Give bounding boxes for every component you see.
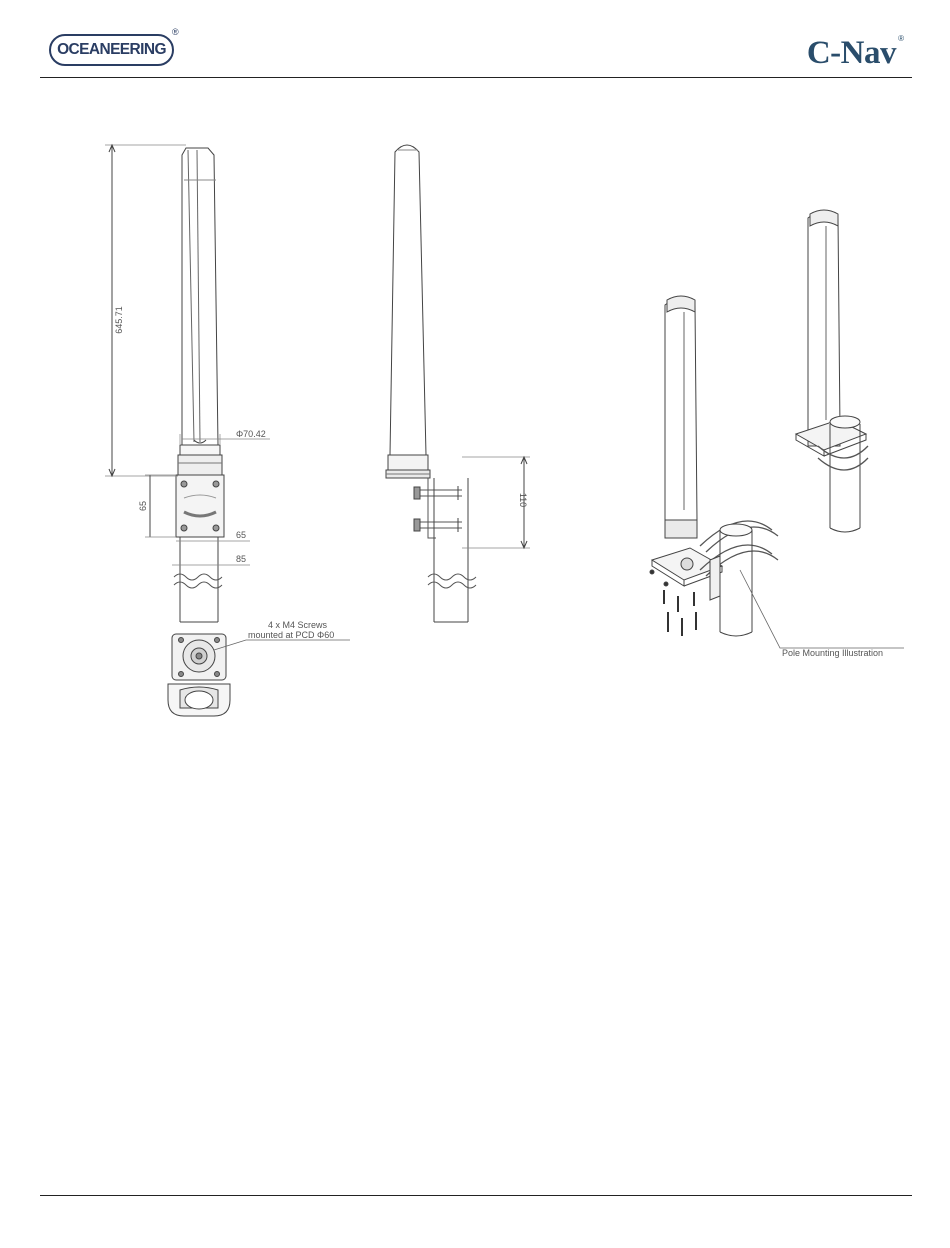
screws-note-line2: mounted at PCD Φ60 [248, 630, 334, 640]
diameter-dimension: Φ70.42 [236, 429, 266, 439]
plate-width-dimension: 65 [236, 530, 246, 540]
side-view: 110 [386, 145, 530, 622]
bracket-spacing-dimension: 110 [518, 493, 528, 507]
plate-height-dimension: 65 [138, 501, 148, 511]
screws-note-line1: 4 x M4 Screws [268, 620, 328, 630]
front-view: 645.71 Φ70.42 65 65 85 [105, 145, 270, 622]
pole-mounting-note: Pole Mounting Illustration [782, 648, 883, 658]
footer-rule [40, 1195, 912, 1196]
bracket-width-dimension: 85 [236, 554, 246, 564]
isometric-exploded-view: Pole Mounting Illustration [650, 296, 904, 658]
height-dimension: 645.71 [114, 306, 124, 334]
bottom-view: 4 x M4 Screws mounted at PCD Φ60 [168, 620, 350, 716]
isometric-assembled-view [796, 210, 868, 532]
